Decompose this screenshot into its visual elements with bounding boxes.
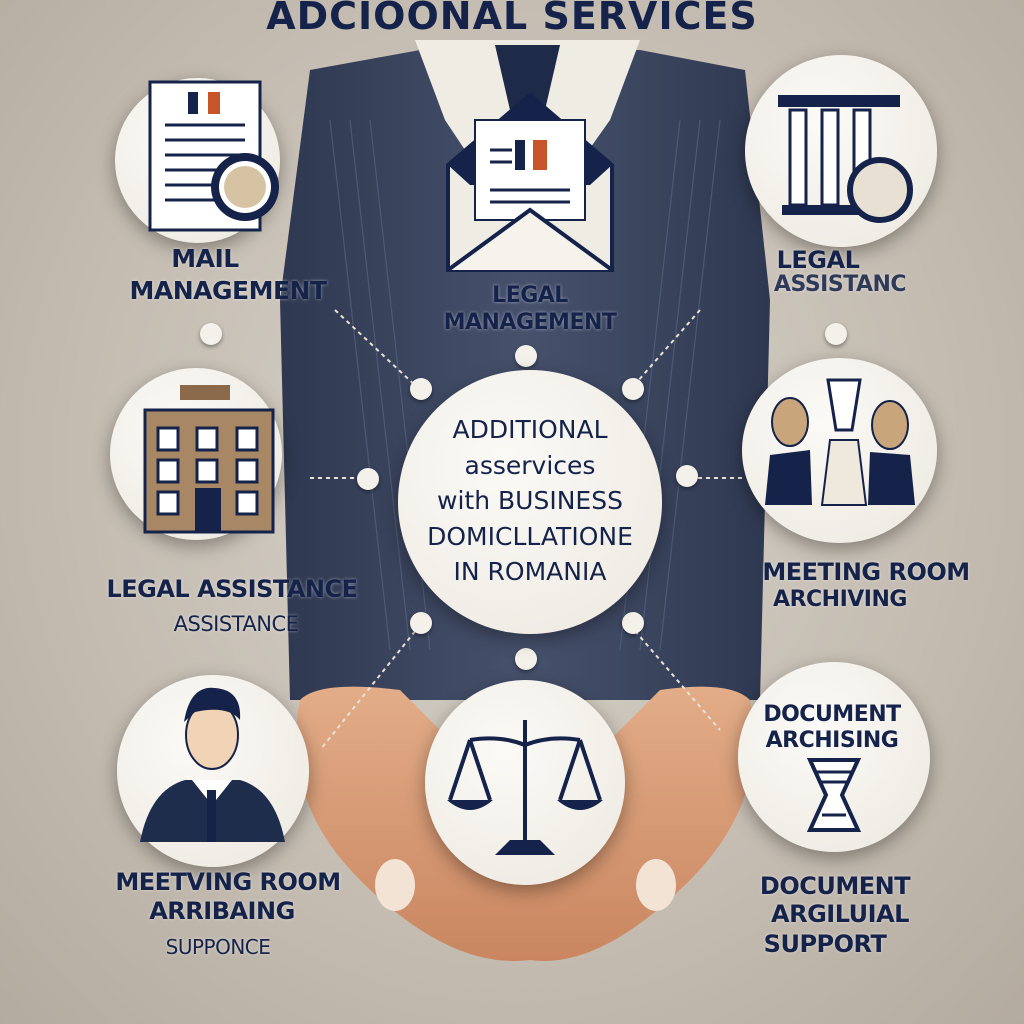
center-hub-text: ADDITIONAL asservices with BUSINESS DOMI… [400,412,660,590]
node-mail-management[interactable] [115,78,280,243]
node-label: LEGAL ASSISTANCE [106,575,358,603]
connector-dot [200,323,222,345]
node-label: DOCUMENT [759,872,911,900]
connector-dot [357,468,379,490]
node-label: ARGILUIAL [771,900,909,928]
center-line: asservices [464,450,596,480]
node-scales[interactable] [425,680,625,885]
node-label: ARRIBAING [149,897,295,925]
node-label: SUPPONCE [165,935,271,959]
node-meeting-room[interactable] [742,358,937,543]
connector-dot [410,612,432,634]
node-label: SUPPORT [763,930,887,958]
connector-dot [622,612,644,634]
node-label: ASSISTANCE [173,612,299,636]
connector-dot [825,323,847,345]
center-line: DOMICLLATIONE [427,521,633,551]
page-title: ADCIOONAL SERVICES [266,0,758,38]
center-line: IN ROMANIA [453,557,607,586]
node-inner-label: DOCUMENT [763,702,901,727]
node-label: MANAGEMENT [129,276,327,305]
connector-dot [410,378,432,400]
node-building[interactable] [110,368,282,540]
center-line: with BUSINESS [437,486,623,515]
connector-dot [515,648,537,670]
connector-dot [676,465,698,487]
node-label: MANAGEMENT [443,310,617,335]
node-label: ASSISTANC [773,272,907,297]
node-label: MEETING ROOM [762,558,970,586]
node-label: ARCHIVING [773,587,907,612]
center-hub [398,370,662,634]
node-label: MEETVING ROOM [115,868,341,896]
node-inner-label: ARCHISING [765,728,899,753]
node-document-archiving[interactable] [738,662,930,852]
node-label: MAIL [171,244,239,273]
node-legal-assistance[interactable] [745,55,937,247]
connector-dot [622,378,644,400]
node-businessman[interactable] [117,675,309,867]
node-label: LEGAL [776,246,860,274]
node-label: LEGAL [492,283,568,308]
center-line: ADDITIONAL [452,415,608,444]
connector-dot [515,345,537,367]
